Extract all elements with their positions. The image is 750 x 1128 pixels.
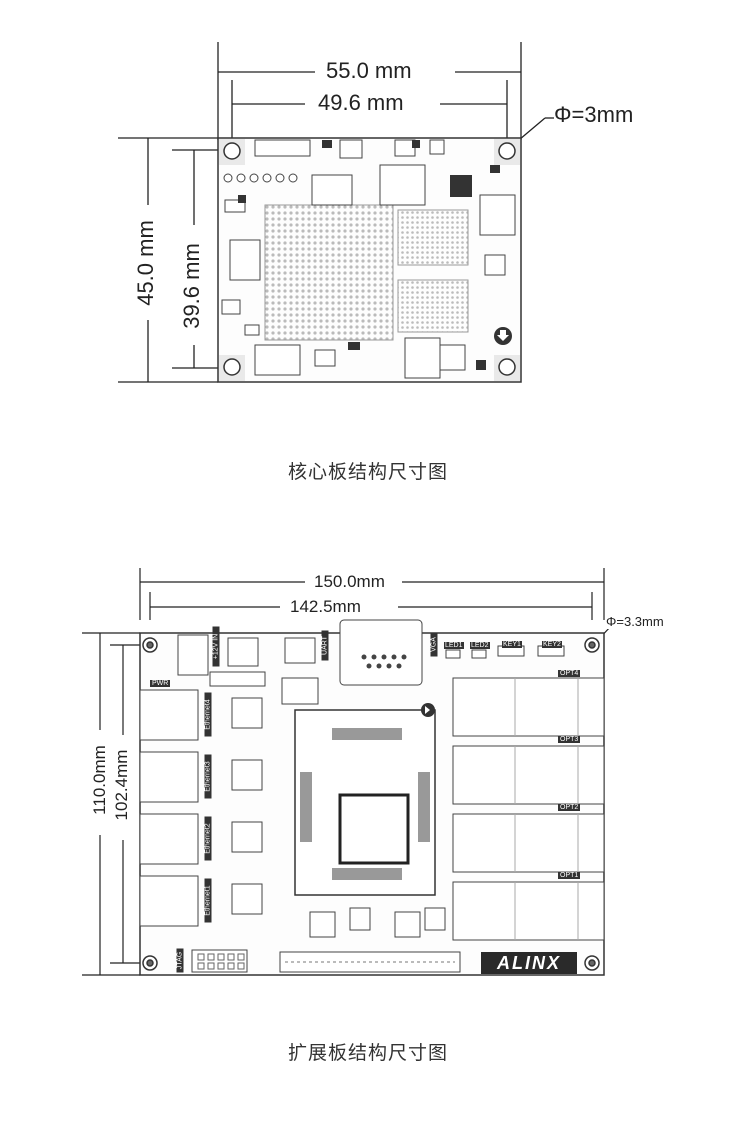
led2-label: LED2 [470, 642, 490, 649]
vga-label: VGA [430, 632, 438, 657]
ethernet1-label: Ethernet1 [204, 878, 212, 923]
key1-label: KEY1 [502, 641, 522, 648]
core-height-total-label: 45.0 mm [133, 213, 159, 313]
core-board-drawing [118, 42, 555, 383]
core-board-caption: 核心板结构尺寸图 [288, 461, 449, 483]
key2-label: KEY2 [542, 641, 562, 648]
ext-hole-diameter-label: Φ=3.3mm [606, 614, 664, 629]
opt4-label: OPT4 [558, 670, 581, 677]
jtag-label: JTAG [176, 948, 184, 973]
core-mounting-holes [219, 139, 520, 381]
ext-width-total-label: 150.0mm [308, 572, 391, 592]
core-ddr-chip-1 [397, 209, 469, 266]
ethernet2-label: Ethernet2 [204, 816, 212, 861]
core-fpga-chip [338, 793, 410, 865]
core-height-holes-label: 39.6 mm [179, 236, 205, 336]
pwr-label: PWR [150, 680, 171, 687]
ext-board-caption: 扩展板结构尺寸图 [288, 1042, 449, 1064]
core-ddr-chip-2 [397, 279, 469, 333]
ext-board-drawing [82, 568, 613, 976]
ext-height-holes-label: 102.4mm [112, 743, 132, 827]
core-width-total-label: 55.0 mm [320, 58, 418, 84]
core-width-holes-label: 49.6 mm [312, 90, 410, 116]
ext-height-total-label: 110.0mm [90, 738, 110, 822]
vga-connector [339, 619, 423, 686]
dc-jack [177, 634, 209, 676]
uart-usb [284, 637, 316, 664]
ethernet-ports [139, 689, 199, 927]
power-switch [227, 637, 259, 667]
ext-mounting-holes [142, 637, 600, 971]
ethernet4-label: Ethernet4 [204, 692, 212, 737]
uart-label: UART [321, 630, 329, 661]
opt3-label: OPT3 [558, 736, 581, 743]
opt1-label: OPT1 [558, 872, 581, 879]
core-fpga-bga [264, 204, 394, 341]
opt-cages [452, 677, 605, 941]
alinx-logo: ALINX [481, 952, 577, 974]
jtag-header [191, 949, 248, 973]
dc-label: +12V IN [212, 626, 220, 667]
download-arrow-icon [494, 327, 512, 345]
core-hole-diameter-label: Φ=3mm [554, 102, 634, 128]
led1-label: LED1 [444, 642, 464, 649]
ext-width-holes-label: 142.5mm [284, 597, 367, 617]
opt2-label: OPT2 [558, 804, 581, 811]
ethernet3-label: Ethernet3 [204, 754, 212, 799]
